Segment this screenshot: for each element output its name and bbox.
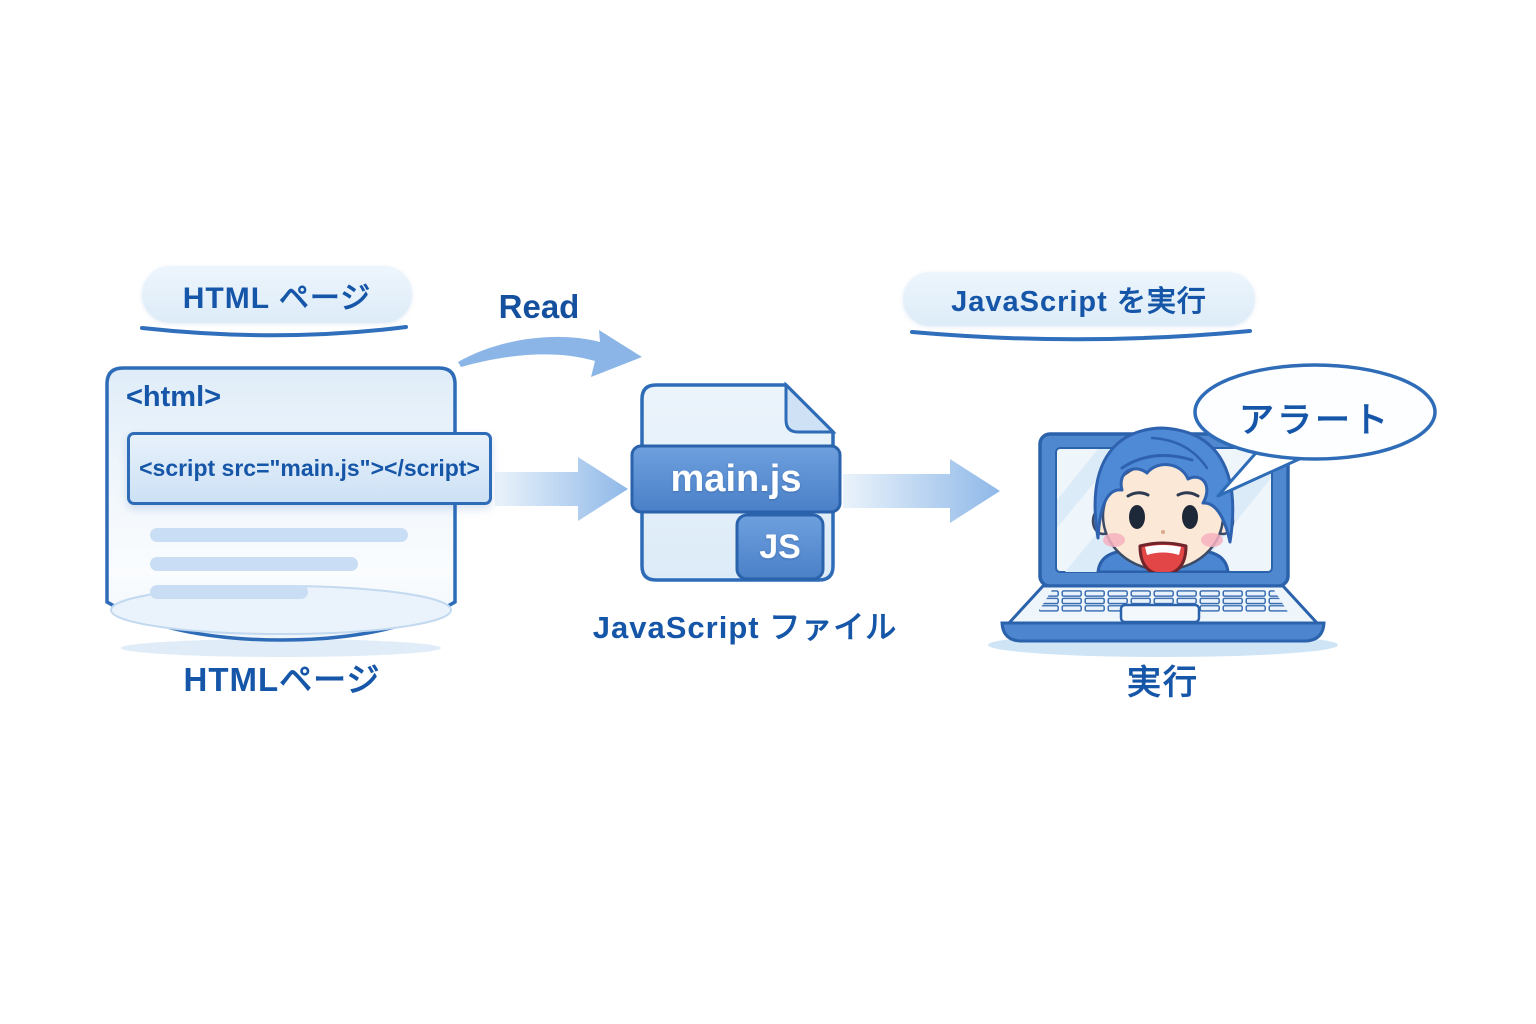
alert-bubble-label: アラート <box>1238 401 1391 440</box>
placeholder-line <box>150 585 308 599</box>
boy-blush <box>1103 533 1125 547</box>
boy-avatar <box>1091 426 1235 572</box>
pill-underline-swoosh-left <box>140 325 408 338</box>
pill-underline-swoosh-right <box>910 329 1252 342</box>
laptop-base <box>1000 621 1326 643</box>
js-file-caption: JavaScript ファイル <box>592 610 898 645</box>
script-code-text: <script src="main.js"></script> <box>139 455 480 481</box>
placeholder-line <box>150 528 408 542</box>
js-file-icon <box>630 381 842 582</box>
boy-eye <box>1129 505 1145 529</box>
html-page-caption: HTMLページ <box>183 661 381 698</box>
boy-blush <box>1201 533 1223 547</box>
boy-eye <box>1182 505 1198 529</box>
speech-bubble <box>1193 363 1437 498</box>
read-arrow-label: Read <box>498 288 580 325</box>
js-badge <box>735 513 825 581</box>
execution-caption: 実行 <box>1127 664 1199 702</box>
boy-hair-stroke <box>1150 436 1209 470</box>
boy-hair-stroke <box>1120 454 1194 470</box>
boy-teeth <box>1145 545 1181 555</box>
boy-eyebrow <box>1126 491 1150 498</box>
laptop-trackpad <box>1119 603 1201 624</box>
page-shadow <box>121 639 441 657</box>
js-badge-label: JS <box>759 527 801 566</box>
flow-arrow-2 <box>843 459 1000 523</box>
boy-eyebrow <box>1176 491 1200 498</box>
laptop-keys <box>1038 590 1288 612</box>
file-name-label: main.js <box>670 457 802 500</box>
execute-pill: JavaScript を実行 <box>903 272 1255 326</box>
read-curved-arrow-shape <box>458 330 642 377</box>
execute-pill-label: JavaScript を実行 <box>951 286 1207 318</box>
html-open-tag: <html> <box>126 381 222 413</box>
script-code-box: <script src="main.js"></script> <box>127 432 492 505</box>
placeholder-line <box>150 557 358 571</box>
file-name-banner <box>630 444 842 514</box>
flow-arrow-1 <box>495 457 628 521</box>
speech-bubble-body <box>1193 363 1437 461</box>
file-folded-corner <box>784 381 837 434</box>
html-page-pill: HTML ページ <box>142 266 412 323</box>
read-curved-arrow-icon <box>458 330 642 377</box>
boy-nose <box>1161 530 1165 534</box>
html-page-pill-label: HTML ページ <box>182 281 372 315</box>
